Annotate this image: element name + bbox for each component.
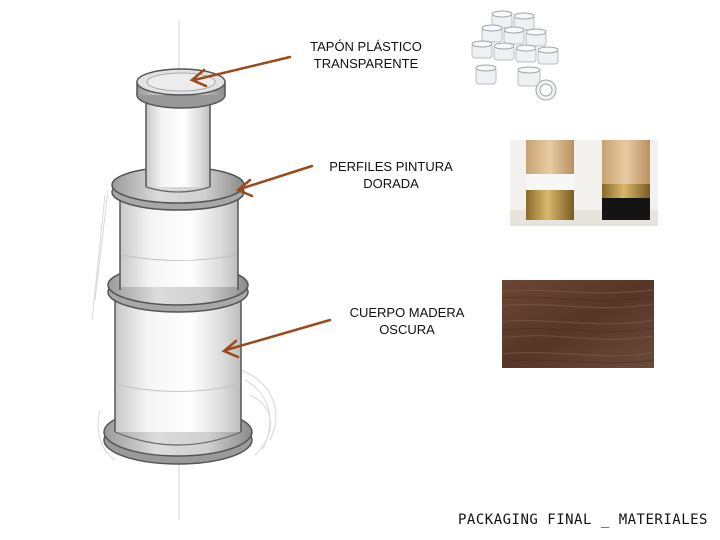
label-perfiles-line2: DORADA (363, 176, 419, 191)
label-tapon-line2: TRANSPARENTE (313, 56, 419, 71)
photo-painted-legs (510, 140, 658, 226)
arrow-cuerpo (221, 318, 332, 359)
label-tapon: TAPÓN PLÁSTICO TRANSPARENTE (296, 38, 436, 72)
ground-shadow (91, 189, 277, 461)
label-perfiles-line1: PERFILES PINTURA (329, 159, 453, 174)
arrow-perfiles (235, 164, 314, 198)
photo-plastic-jars (462, 8, 562, 104)
label-cuerpo: CUERPO MADERA OSCURA (332, 304, 482, 338)
lower-body (114, 295, 242, 446)
photo-dark-wood (502, 280, 654, 368)
label-tapon-line1: TAPÓN PLÁSTICO (310, 39, 422, 54)
label-cuerpo-line2: OSCURA (379, 322, 435, 337)
page-title: PACKAGING FINAL _ MATERIALES (457, 512, 708, 528)
neck (145, 95, 211, 193)
label-perfiles: PERFILES PINTURA DORADA (316, 158, 466, 192)
label-cuerpo-line1: CUERPO MADERA (349, 305, 465, 320)
arrow-tapon (189, 55, 292, 88)
